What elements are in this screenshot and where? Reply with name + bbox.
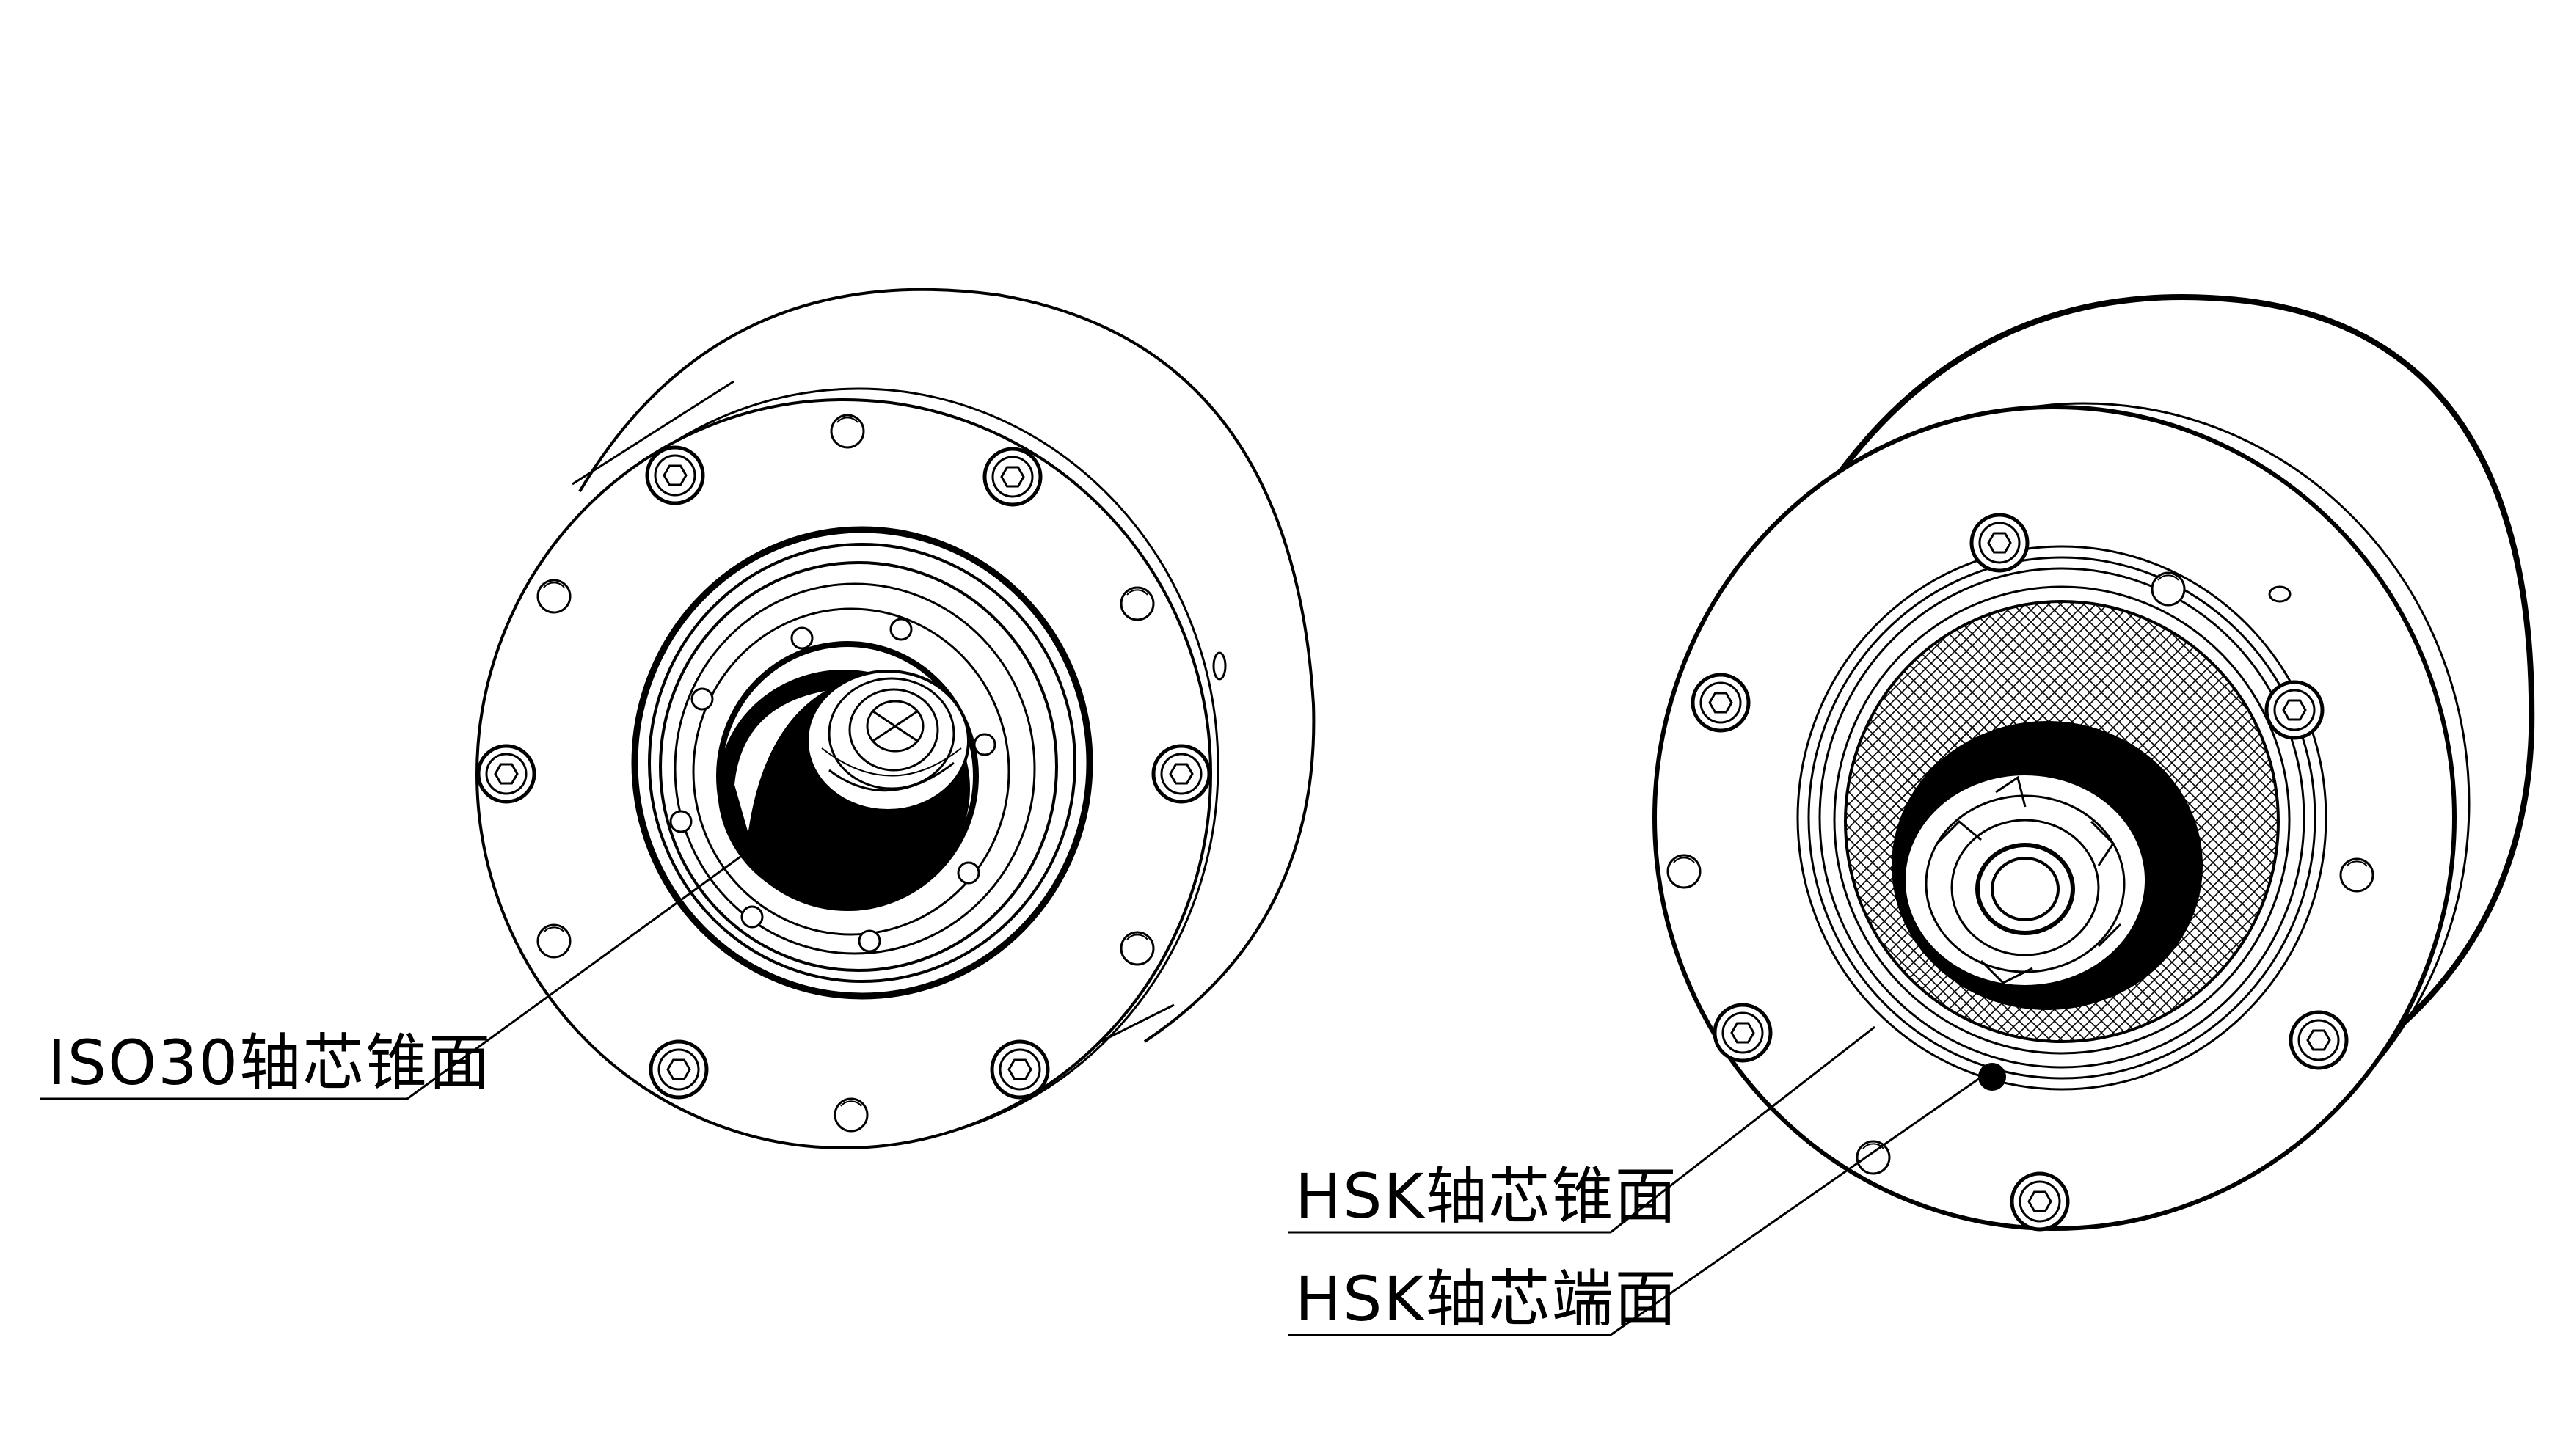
hsk-key-slot <box>1978 1063 2006 1091</box>
iso30-collet <box>806 670 970 812</box>
leader-hsk-taper <box>1288 1025 1875 1234</box>
label-iso30-taper: ISO30轴芯锥面 <box>48 1027 492 1099</box>
hsk-spindle <box>1652 294 2535 1229</box>
callout-iso30: ISO30轴芯锥面 <box>40 849 749 1100</box>
label-hsk-face: HSK轴芯端面 <box>1295 1263 1678 1335</box>
callout-hsk-face: HSK轴芯端面 <box>1288 1073 1986 1336</box>
hsk-rear-housing <box>1765 294 2535 1059</box>
iso30-rear-housing <box>578 288 1316 1043</box>
label-hsk-taper: HSK轴芯锥面 <box>1295 1160 1678 1232</box>
iso30-spindle <box>475 288 1316 1149</box>
leader-iso30 <box>40 849 749 1100</box>
callout-hsk-taper: HSK轴芯锥面 <box>1288 1025 1875 1234</box>
leader-hsk-face <box>1288 1073 1986 1336</box>
hsk-collet <box>1903 772 2148 988</box>
